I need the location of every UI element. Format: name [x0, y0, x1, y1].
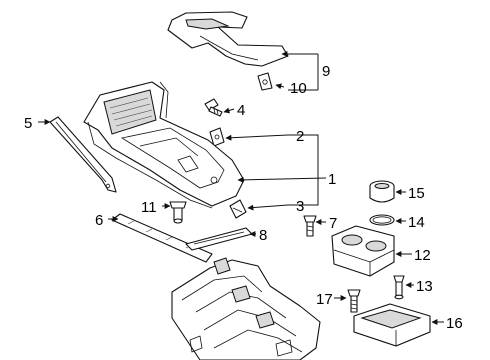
callout-3: 3 — [296, 198, 304, 215]
cup-holder-part-12 — [331, 225, 395, 277]
callout-15: 15 — [408, 185, 425, 202]
callout-5: 5 — [24, 115, 32, 132]
callout-2: 2 — [296, 128, 304, 145]
callout-10: 10 — [290, 80, 307, 97]
cup-cap-part-15 — [369, 180, 395, 203]
clip-part-10 — [257, 72, 273, 91]
bolt-part-13 — [393, 275, 405, 300]
pin-part-11 — [169, 201, 187, 224]
callout-6: 6 — [95, 212, 103, 229]
callout-1: 1 — [328, 171, 336, 188]
callout-17: 17 — [316, 291, 333, 308]
console-base-structure — [171, 257, 321, 360]
callout-7: 7 — [329, 215, 337, 232]
callout-12: 12 — [414, 247, 431, 264]
screw-part-17 — [347, 289, 361, 313]
callout-9: 9 — [322, 63, 330, 80]
callout-13: 13 — [416, 278, 433, 295]
callout-16: 16 — [446, 315, 463, 332]
bolt-part-7 — [303, 215, 317, 237]
callout-14: 14 — [408, 214, 425, 231]
callout-8: 8 — [259, 227, 267, 244]
seal-ring-part-14 — [369, 214, 395, 226]
storage-tray-part-16 — [353, 303, 431, 347]
screw-part-4 — [204, 98, 223, 117]
side-trim-part-5 — [49, 116, 117, 193]
callout-4: 4 — [237, 102, 245, 119]
leader-lines — [38, 51, 444, 325]
center-console-part-1 — [83, 81, 245, 209]
lower-trim-part-6 — [111, 213, 213, 263]
callout-labels: 9 10 4 5 2 1 3 11 6 8 7 15 14 12 13 17 1… — [24, 63, 463, 332]
bracket-part-2 — [209, 127, 225, 147]
callout-11: 11 — [141, 199, 157, 216]
trim-strip-part-8 — [185, 227, 253, 251]
clip-part-3 — [229, 199, 247, 219]
trim-panel-part-9 — [167, 11, 289, 67]
